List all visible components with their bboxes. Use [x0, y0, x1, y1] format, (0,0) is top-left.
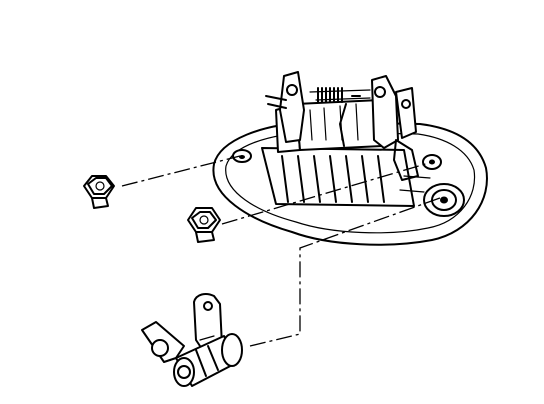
leader-lock-cylinder [249, 197, 441, 347]
lock-cylinder-lever [141, 293, 243, 387]
leader-upper-nut [121, 155, 241, 187]
leader-lower-nut [221, 161, 433, 225]
return-spring [309, 87, 371, 103]
leader-lines [121, 155, 441, 347]
hex-nut-upper [83, 175, 115, 209]
hex-nut-lower [187, 207, 221, 243]
handle-ribs [281, 155, 385, 203]
door-handle-assembly [212, 71, 488, 246]
